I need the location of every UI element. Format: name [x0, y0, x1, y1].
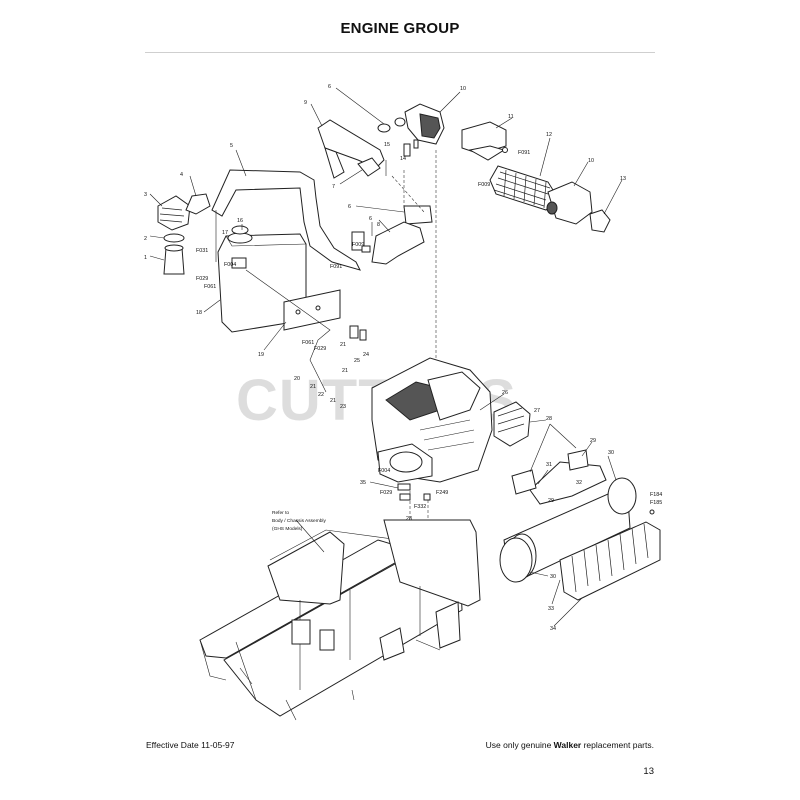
air-intake-hoses: [317, 103, 611, 360]
label-28: 28: [546, 416, 552, 422]
label-30-top: 30: [608, 450, 614, 456]
label-f004-engine: F004: [378, 468, 390, 474]
label-21-d: 21: [330, 398, 336, 404]
label-2: 2: [144, 236, 147, 242]
label-f091-hose: F091: [330, 264, 342, 270]
genuine-parts-notice: Use only genuine Walker replacement part…: [486, 740, 654, 750]
engine-block: [371, 357, 531, 520]
label-8: 8: [377, 222, 380, 228]
label-21-c: 21: [310, 384, 316, 390]
label-29-top: 29: [590, 438, 596, 444]
page-number: 13: [643, 766, 654, 777]
label-25: 25: [354, 358, 360, 364]
label-26-top: 26: [502, 390, 508, 396]
label-f185: F185: [650, 500, 662, 506]
label-f031: F031: [196, 248, 208, 254]
label-27: 27: [534, 408, 540, 414]
callout-labels: 6 10 9 11 12 15 14 F091 10 13 5 3 4 2 1 …: [144, 84, 662, 632]
label-f029-plate: F029: [314, 346, 326, 352]
label-f009-hose: F009: [352, 242, 364, 248]
label-f029-engine: F029: [380, 490, 392, 496]
label-f184: F184: [650, 492, 662, 498]
label-f061-plate: F061: [302, 340, 314, 346]
label-30-low: 30: [550, 574, 556, 580]
label-21-a: 21: [340, 342, 346, 348]
label-35: 35: [360, 480, 366, 486]
label-f004-tank: F004: [224, 262, 236, 268]
muffler-assembly: [499, 449, 661, 601]
label-6-top: 6: [328, 84, 331, 90]
label-34: 34: [550, 626, 556, 632]
label-4: 4: [180, 172, 183, 178]
label-32: 32: [576, 480, 582, 486]
label-21-b: 21: [342, 368, 348, 374]
label-14: 14: [400, 156, 406, 162]
label-3: 3: [144, 192, 147, 198]
label-6-mid: 6: [348, 204, 351, 210]
label-33: 33: [548, 606, 554, 612]
label-12: 12: [546, 132, 552, 138]
label-1: 1: [144, 255, 147, 261]
label-f061-tank: F061: [204, 284, 216, 290]
note-line-2: Body / Chassis Assembly: [272, 518, 326, 524]
note-line-3: (GHS Models): [272, 526, 303, 532]
label-f029-tank: F029: [196, 276, 208, 282]
notice-suffix: replacement parts.: [581, 740, 654, 750]
label-9: 9: [304, 100, 307, 106]
label-5: 5: [230, 143, 233, 149]
label-29-low: 29: [548, 498, 554, 504]
label-17: 17: [222, 230, 228, 236]
label-6-low: 6: [369, 216, 372, 222]
label-10-right: 10: [588, 158, 594, 164]
label-15: 15: [384, 142, 390, 148]
effective-date: Effective Date 11-05-97: [146, 740, 235, 750]
leader-lines: [149, 87, 623, 627]
chassis-frame: [199, 519, 481, 721]
label-18: 18: [196, 310, 202, 316]
title-divider: [145, 52, 655, 53]
label-24: 24: [363, 352, 369, 358]
label-20: 20: [294, 376, 300, 382]
label-11: 11: [508, 114, 514, 120]
label-26-low: 28: [406, 516, 412, 522]
label-19: 19: [258, 352, 264, 358]
page-title: ENGINE GROUP: [340, 20, 460, 37]
label-16: 16: [237, 218, 243, 224]
label-31: 31: [546, 462, 552, 468]
label-10-top: 10: [460, 86, 466, 92]
label-f009-bracket: F009: [478, 182, 490, 188]
notice-brand: Walker: [553, 740, 582, 750]
label-f249: F249: [436, 490, 448, 496]
label-f091-upper: F091: [518, 150, 530, 156]
notice-prefix: Use only genuine: [485, 740, 554, 750]
note-line-1: Refer to: [272, 510, 289, 516]
label-7: 7: [332, 184, 335, 190]
label-23: 23: [340, 404, 346, 410]
label-22: 22: [318, 392, 324, 398]
label-f332: F332: [414, 504, 426, 510]
label-13: 13: [620, 176, 626, 182]
fuel-system: [157, 169, 367, 393]
